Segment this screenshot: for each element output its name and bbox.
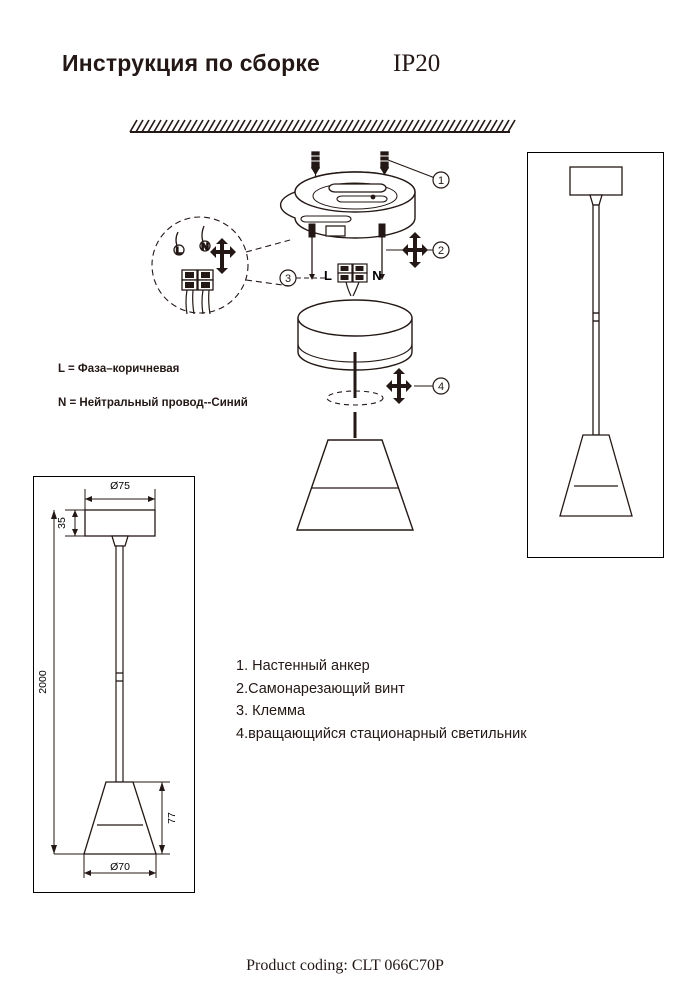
- canopy-cylinder: [297, 299, 413, 371]
- cone-shade-main: [296, 412, 414, 531]
- self-tapping-screw-left-icon: [308, 223, 316, 280]
- svg-text:L: L: [176, 245, 183, 257]
- dim-rod: [115, 545, 124, 783]
- svg-text:N: N: [201, 241, 209, 253]
- callout-1-label: 1: [438, 175, 444, 187]
- self-tapping-screw-right-icon: [378, 223, 386, 280]
- product-cone-shade: [559, 434, 633, 517]
- parts-list-item-2: 2.Самонарезающий винт: [236, 680, 405, 697]
- callout-2-label: 2: [438, 245, 444, 257]
- product-canopy: [569, 166, 623, 206]
- parts-list: 1. Настенный анкер 2.Самонарезающий винт…: [236, 655, 527, 745]
- dim-canopy: [84, 509, 156, 547]
- dim-shade-diameter-label: Ø70: [110, 861, 130, 873]
- terminal-label-n: N: [372, 268, 381, 283]
- dim-canopy-diameter-label: Ø75: [110, 480, 130, 492]
- mounting-plate: [279, 171, 416, 239]
- dim-shade-diameter: [83, 854, 157, 878]
- product-coding-footer: Product coding: CLT 066C70P: [246, 957, 444, 974]
- dim-canopy-height: [65, 509, 85, 537]
- product-rod: [592, 204, 600, 436]
- parts-list-item-1: 1. Настенный анкер: [236, 658, 370, 674]
- dimension-drawing-box: Ø75 35 2000 77: [33, 476, 195, 893]
- detail-wire-n: N: [199, 225, 211, 254]
- ip-rating-label: IP20: [393, 50, 441, 77]
- dim-canopy-height-label: 35: [56, 517, 68, 529]
- callout-4-circle: [432, 377, 450, 395]
- dim-drop-length: [51, 510, 84, 855]
- rotation-arrow-symbol-lower: [386, 368, 412, 404]
- product-illustration-box: [527, 152, 664, 558]
- callout-4-label: 4: [438, 381, 444, 393]
- detail-wire-l: L: [173, 231, 185, 258]
- dim-drop-length-label: 2000: [37, 670, 49, 694]
- assembly-exploded-diagram: 1 2 L N 3: [130, 140, 530, 570]
- terminal-block: [337, 263, 368, 297]
- page-title: Инструкция по сборке: [62, 50, 321, 76]
- ceiling-hatch: [129, 118, 516, 134]
- screwdriver-icon: [210, 238, 236, 274]
- callout-2-circle: [432, 241, 450, 259]
- parts-list-item-3: 3. Клемма: [236, 703, 306, 719]
- detail-magnifier-circle: [151, 216, 291, 314]
- dim-cone-shade: [83, 781, 157, 855]
- terminal-label-l: L: [324, 268, 332, 283]
- dim-shade-height: [133, 781, 170, 855]
- callout-3-label: 3: [285, 273, 291, 285]
- rotation-path-dashed: [326, 390, 384, 406]
- legend-line-phase: L = Фаза–коричневая: [58, 363, 180, 375]
- callout-1-leader: [387, 159, 436, 179]
- parts-list-item-4: 4.вращающийся стационарный светильник: [236, 725, 527, 742]
- dim-shade-height-label: 77: [166, 812, 178, 824]
- dim-canopy-diameter: [84, 489, 156, 510]
- detail-terminal-block: [181, 269, 214, 315]
- callout-1-circle: [432, 171, 450, 189]
- legend-line-neutral: N = Нейтральный провод--Синий: [58, 397, 248, 409]
